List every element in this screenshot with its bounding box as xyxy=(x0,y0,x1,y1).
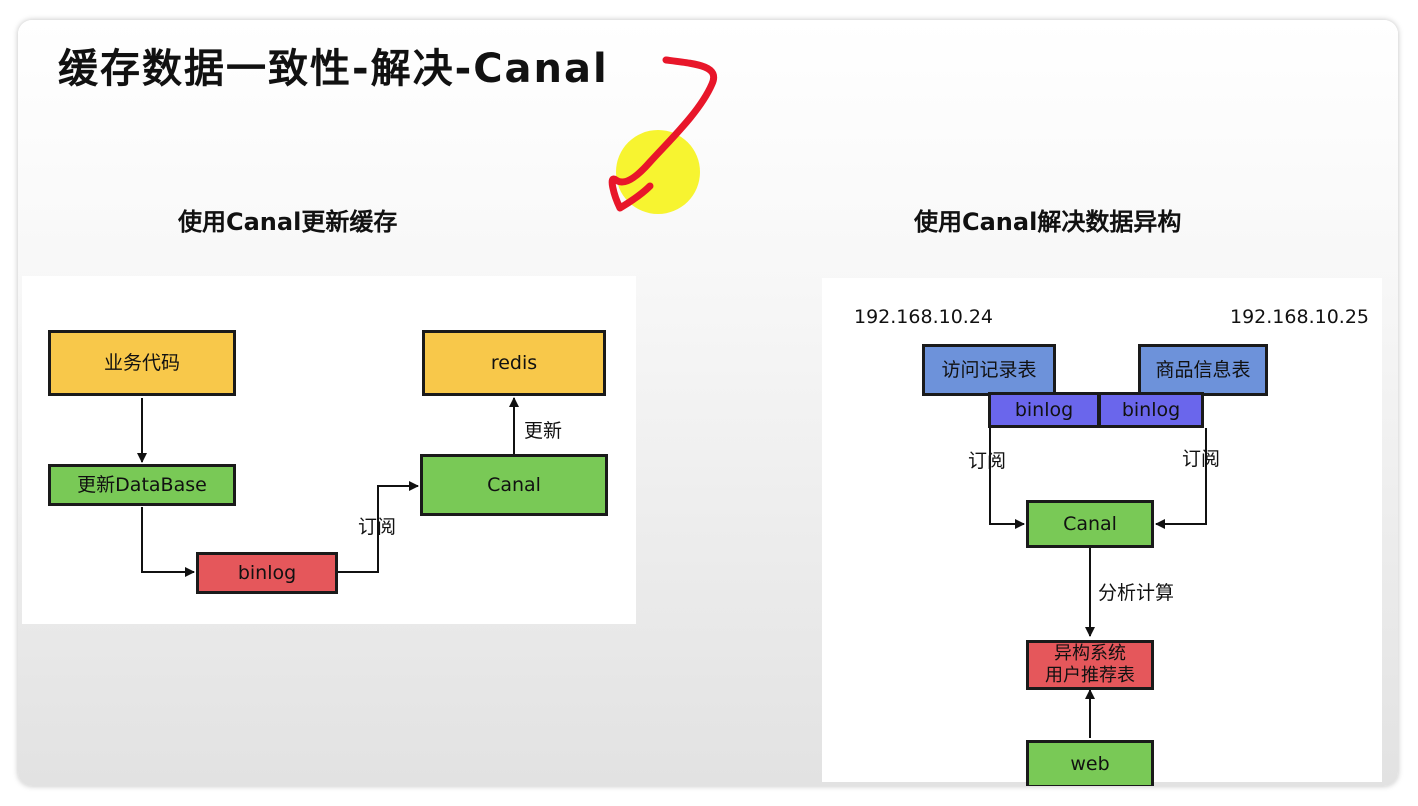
red-pen-annotation xyxy=(608,56,718,212)
arrow-binlog-to-canal xyxy=(337,481,419,573)
node-visit-record-table: 访问记录表 xyxy=(922,344,1056,396)
right-arrows xyxy=(989,428,1207,738)
node-heterogeneous-system: 异构系统 用户推荐表 xyxy=(1026,640,1154,690)
left-diagram: 业务代码 更新DataBase binlog Canal redis 订阅 更新 xyxy=(22,276,636,624)
right-diagram: 192.168.10.24 192.168.10.25 访问记录表 binlog… xyxy=(822,278,1382,786)
ip-left: 192.168.10.24 xyxy=(854,306,994,328)
arrow-left-binlog-to-canal xyxy=(989,428,1025,529)
node-business-code: 业务代码 xyxy=(48,330,236,396)
label-subscribe-right: 订阅 xyxy=(1182,448,1221,470)
right-subtitle: 使用Canal解决数据异构 xyxy=(914,208,1182,236)
label-subscribe-left: 订阅 xyxy=(968,450,1007,472)
node-binlog: binlog xyxy=(196,552,338,594)
node-canal: Canal xyxy=(420,454,608,516)
node-redis: redis xyxy=(422,330,606,396)
node-product-info-table: 商品信息表 xyxy=(1138,344,1268,396)
slide: 缓存数据一致性-解决-Canal 使用Canal更新缓存 业务代码 更新Data… xyxy=(18,20,1398,786)
node-update-database: 更新DataBase xyxy=(48,464,236,506)
node-canal-right: Canal xyxy=(1026,500,1154,548)
node-binlog-right: binlog xyxy=(1098,392,1204,428)
arrow-db-to-binlog xyxy=(141,507,195,577)
page-title: 缓存数据一致性-解决-Canal xyxy=(58,46,609,92)
label-analyze-compute: 分析计算 xyxy=(1098,582,1175,604)
label-subscribe: 订阅 xyxy=(358,516,397,538)
node-binlog-left: binlog xyxy=(988,392,1100,428)
ip-right: 192.168.10.25 xyxy=(1230,306,1370,328)
hetero-line-2: 用户推荐表 xyxy=(1045,665,1135,686)
left-arrows xyxy=(137,397,519,577)
left-subtitle: 使用Canal更新缓存 xyxy=(178,208,398,236)
node-web: web xyxy=(1026,740,1154,786)
label-update: 更新 xyxy=(524,420,563,442)
arrow-right-binlog-to-canal xyxy=(1155,428,1207,529)
hetero-line-1: 异构系统 xyxy=(1054,643,1126,665)
annotation-layer xyxy=(608,56,718,214)
